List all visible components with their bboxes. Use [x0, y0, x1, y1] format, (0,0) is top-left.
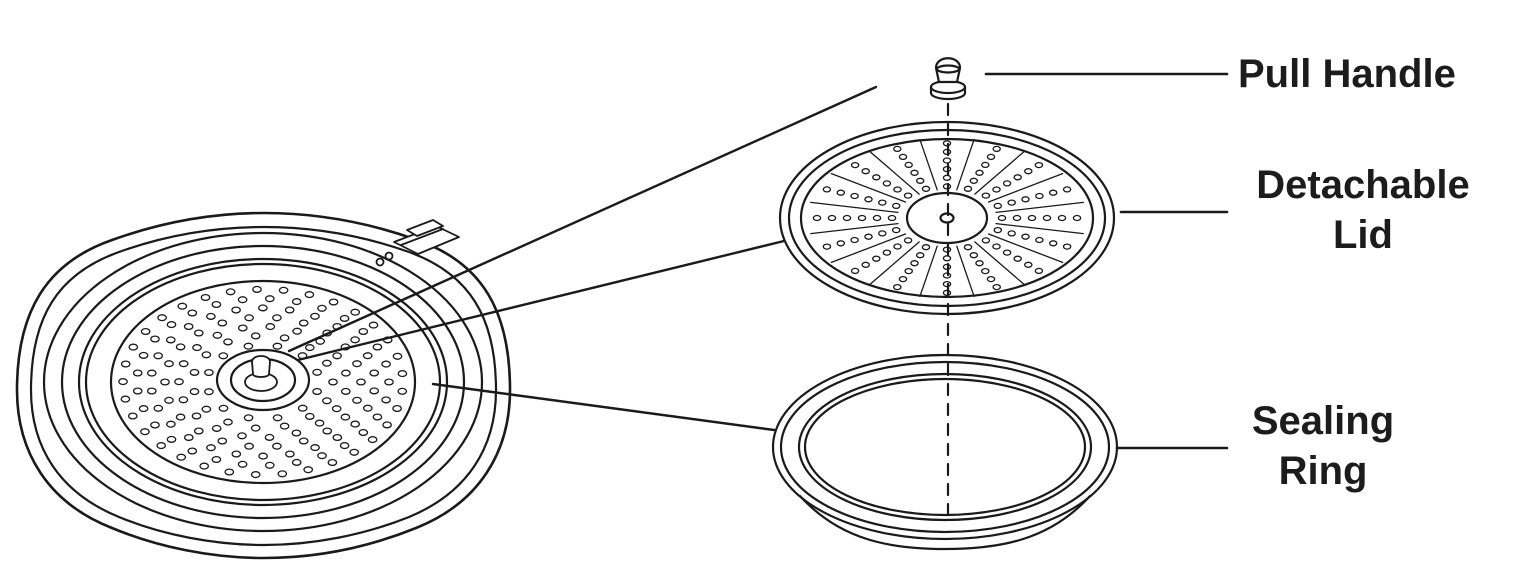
assembly-latch: [375, 219, 460, 267]
pull-handle-label: Pull Handle: [1238, 52, 1456, 96]
ring-opening-outer: [797, 372, 1093, 522]
connector-to-sealing-ring: [431, 382, 776, 432]
detachable-lid-label: Detachable Lid: [1256, 163, 1470, 257]
pull-handle-knob: [934, 57, 962, 84]
ring-opening-inner: [803, 377, 1087, 517]
lid-radial-slots: [810, 138, 1084, 298]
label-leader-lines: [984, 72, 1229, 450]
connector-to-pull-handle: [287, 85, 878, 353]
sealing-ring-drawing: [771, 353, 1119, 551]
pull-handle-flange-side: [929, 85, 967, 101]
ring-bottom-thickness: [798, 494, 1092, 551]
lid-hub: [905, 191, 989, 245]
assembly-lid-edge-inner: [84, 262, 442, 502]
ring-outer-edge: [771, 353, 1119, 541]
sealing-ring-label: Sealing Ring: [1251, 399, 1395, 493]
connector-to-detachable-lid: [296, 239, 786, 362]
assembly-inner-shell: [29, 225, 498, 547]
assembly-rim-inner: [60, 244, 466, 520]
ring-outer-inner-edge: [779, 360, 1111, 534]
lid-assembly-drawing: [15, 211, 512, 560]
pull-handle-drawing: [929, 57, 967, 101]
pull-handle-knob-base: [935, 64, 961, 74]
assembly-center-knob: [244, 355, 278, 392]
lid-face-edge: [799, 137, 1095, 299]
exploded-connector-lines: [287, 85, 878, 432]
steam-plate-perforations: [118, 285, 408, 479]
